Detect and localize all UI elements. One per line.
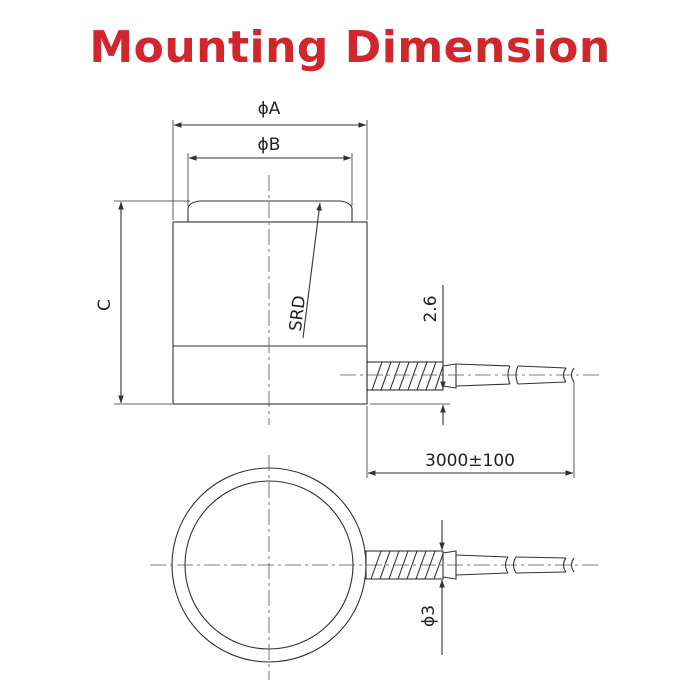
top-view: ϕ3 xyxy=(150,455,600,680)
sensor-body xyxy=(172,221,368,405)
top-button xyxy=(187,200,353,222)
page-title: Mounting Dimension xyxy=(89,22,611,73)
dim-3000-label: 3000±100 xyxy=(425,451,515,471)
srd-leader xyxy=(302,202,322,339)
side-view: ϕA ϕB C SRD 2.6 xyxy=(95,99,600,478)
cable-spring xyxy=(366,361,444,391)
dim-c-label: C xyxy=(95,299,115,311)
dim-b-label: ϕB xyxy=(258,135,281,155)
dim-a-label: ϕA xyxy=(258,99,281,119)
dim-phi3-label: ϕ3 xyxy=(419,605,439,627)
dim-26-label: 2.6 xyxy=(421,295,441,322)
side-cable xyxy=(340,361,600,391)
top-cable-spring xyxy=(365,550,444,580)
srd-label: SRD xyxy=(286,294,310,332)
top-cable xyxy=(365,550,575,580)
